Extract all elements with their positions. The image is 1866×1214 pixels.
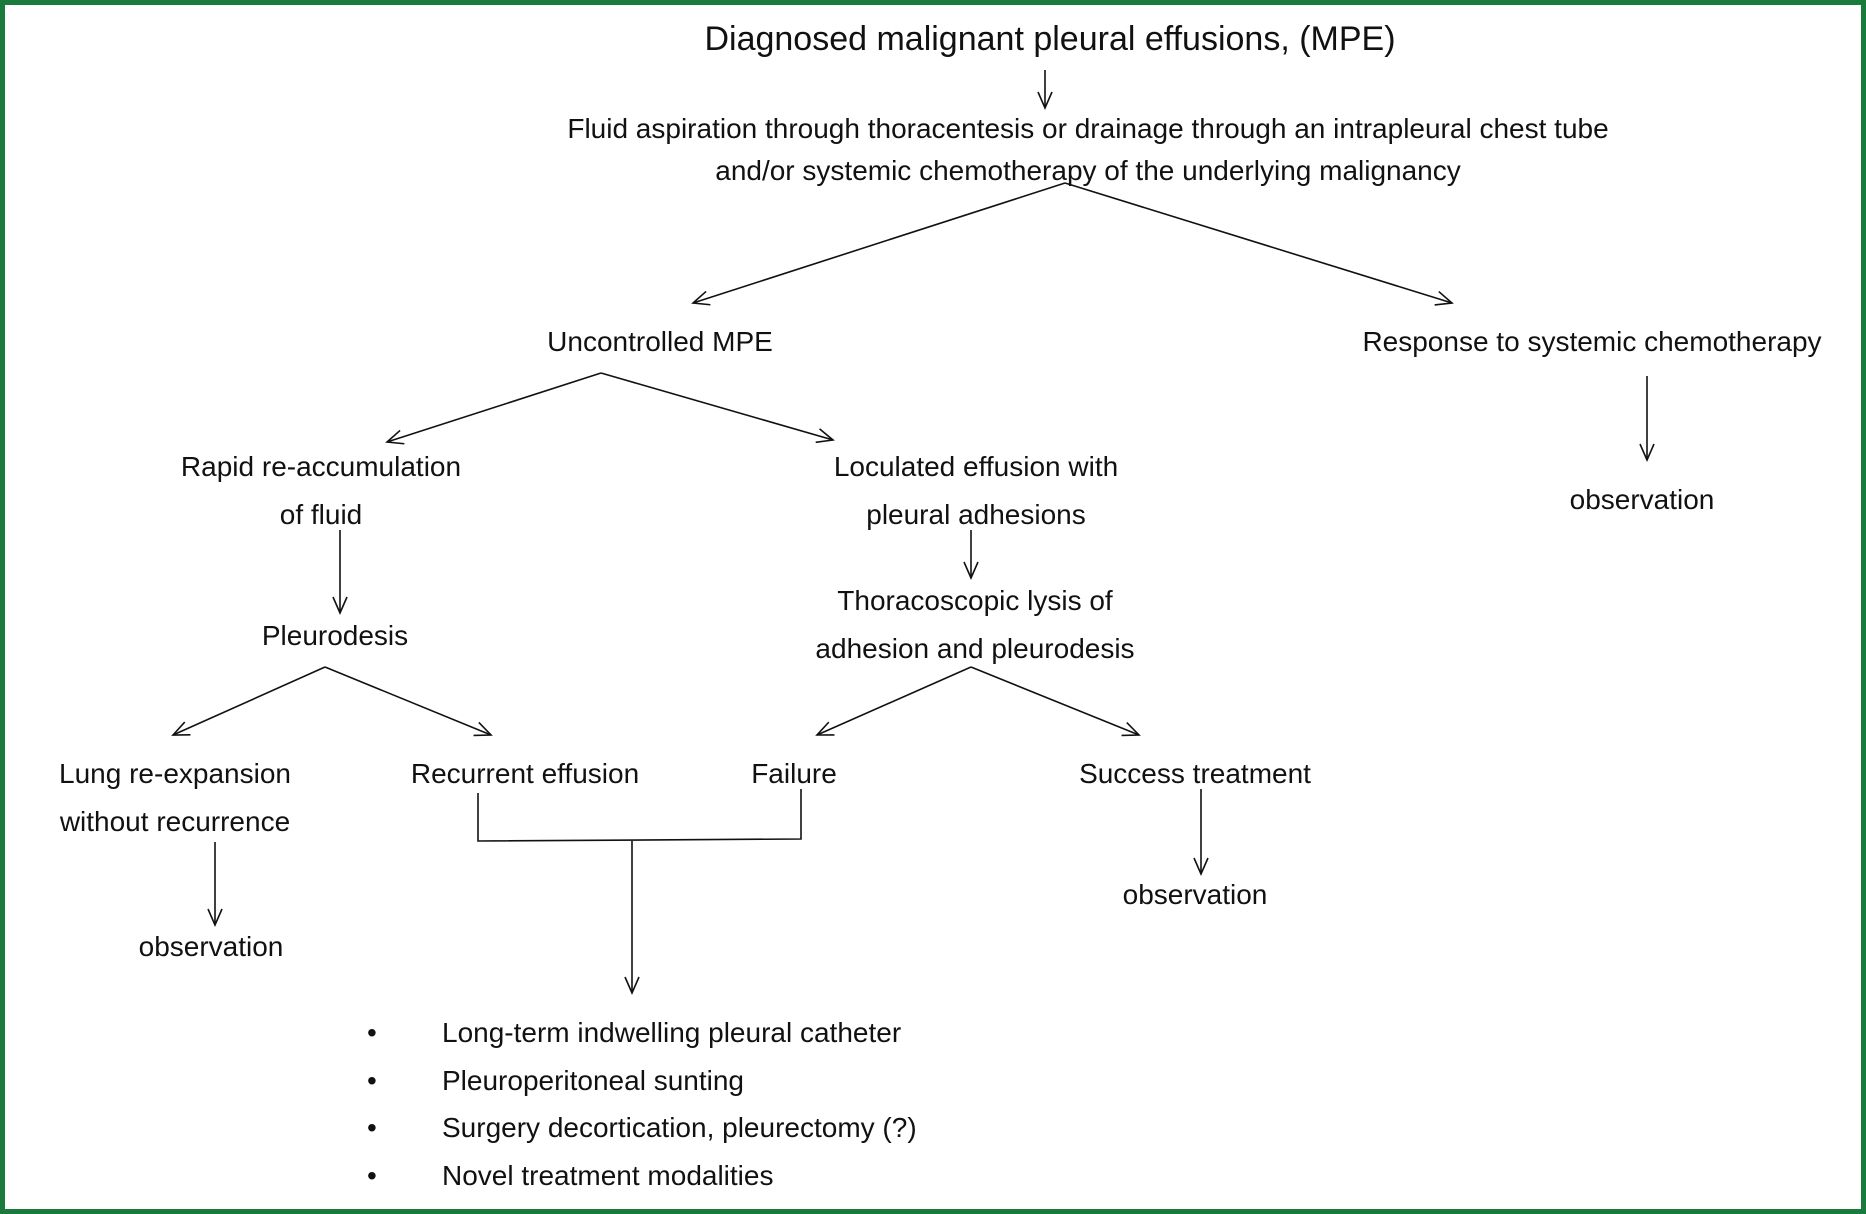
node-uncontrolled-mpe: Uncontrolled MPE (547, 318, 773, 366)
treatment-option-text: Pleuroperitoneal sunting (442, 1064, 744, 1096)
arrow-thoracoscopic-to-success (970, 666, 1141, 737)
arrow-uncontrolled-to-loculated (600, 372, 835, 444)
node-success-treatment-text: Success treatment (1079, 758, 1311, 789)
node-failure-text: Failure (751, 758, 837, 789)
treatment-option-item: • Pleuroperitoneal sunting (367, 1057, 917, 1105)
node-response-chemotherapy-text: Response to systemic chemotherapy (1362, 326, 1822, 357)
node-loculated-effusion-line2: pleural adhesions (866, 499, 1086, 530)
node-rapid-reaccumulation-line2: of fluid (279, 499, 363, 530)
node-observation-success: observation (1123, 871, 1268, 919)
node-pleurodesis-text: Pleurodesis (261, 620, 409, 651)
node-lung-reexpansion: Lung re-expansion without recurrence (59, 750, 291, 846)
node-rapid-reaccumulation-line1: Rapid re-accumulation (180, 451, 462, 482)
node-observation-lung: observation (139, 923, 284, 971)
arrow-pleurodesis-to-lung (171, 666, 326, 736)
bullet-icon: • (367, 1159, 377, 1191)
node-diagnosed-mpe-text: Diagnosed malignant pleural effusions, (… (704, 20, 1396, 58)
node-failure: Failure (751, 750, 837, 798)
node-initial-management-line1: Fluid aspiration through thoracentesis o… (567, 113, 1609, 144)
treatment-options-list: • Long-term indwelling pleural catheter … (367, 1009, 917, 1199)
treatment-option-item: • Long-term indwelling pleural catheter (367, 1009, 917, 1057)
node-rapid-reaccumulation: Rapid re-accumulation of fluid (181, 443, 461, 539)
node-uncontrolled-mpe-text: Uncontrolled MPE (547, 326, 773, 357)
arrow-initial-to-response (1064, 182, 1454, 306)
node-initial-management-line2: and/or systemic chemotherapy of the unde… (715, 155, 1461, 186)
node-thoracoscopic-lysis-line2: adhesion and pleurodesis (815, 633, 1135, 664)
arrow-thoracoscopic-to-failure (815, 666, 972, 736)
treatment-option-text: Long-term indwelling pleural catheter (442, 1017, 902, 1048)
node-observation-response-text: observation (1569, 484, 1715, 515)
treatment-option-item: • Surgery decortication, pleurectomy (?) (367, 1104, 917, 1152)
node-success-treatment: Success treatment (1079, 750, 1311, 798)
bullet-icon: • (367, 1017, 377, 1048)
treatment-option-text: Surgery decortication, pleurectomy (?) (442, 1112, 917, 1143)
treatment-option-text: Novel treatment modalities (442, 1159, 774, 1191)
bullet-icon: • (367, 1064, 377, 1096)
merge-bracket-recurrent-failure (477, 789, 802, 842)
node-pleurodesis: Pleurodesis (262, 612, 408, 660)
arrow-initial-to-uncontrolled (691, 182, 1066, 306)
node-observation-success-text: observation (1122, 879, 1268, 910)
node-initial-management: Fluid aspiration through thoracentesis o… (567, 108, 1608, 192)
node-recurrent-effusion-text: Recurrent effusion (410, 758, 640, 789)
arrow-uncontrolled-to-rapid (385, 372, 602, 445)
node-recurrent-effusion: Recurrent effusion (411, 750, 639, 798)
node-thoracoscopic-lysis: Thoracoscopic lysis of adhesion and pleu… (815, 577, 1134, 673)
node-observation-response: observation (1570, 476, 1715, 524)
bullet-icon: • (367, 1112, 377, 1143)
node-lung-reexpansion-line1: Lung re-expansion (59, 758, 291, 789)
node-diagnosed-mpe: Diagnosed malignant pleural effusions, (… (704, 16, 1395, 62)
node-observation-lung-text: observation (138, 931, 284, 962)
arrow-pleurodesis-to-recurrent (324, 666, 493, 737)
node-thoracoscopic-lysis-line1: Thoracoscopic lysis of (837, 585, 1113, 616)
node-loculated-effusion-line1: Loculated effusion with (833, 451, 1119, 482)
treatment-option-item: • Novel treatment modalities (367, 1152, 917, 1200)
node-lung-reexpansion-line2: without recurrence (59, 806, 291, 837)
node-response-chemotherapy: Response to systemic chemotherapy (1362, 318, 1821, 366)
node-loculated-effusion: Loculated effusion with pleural adhesion… (834, 443, 1118, 539)
